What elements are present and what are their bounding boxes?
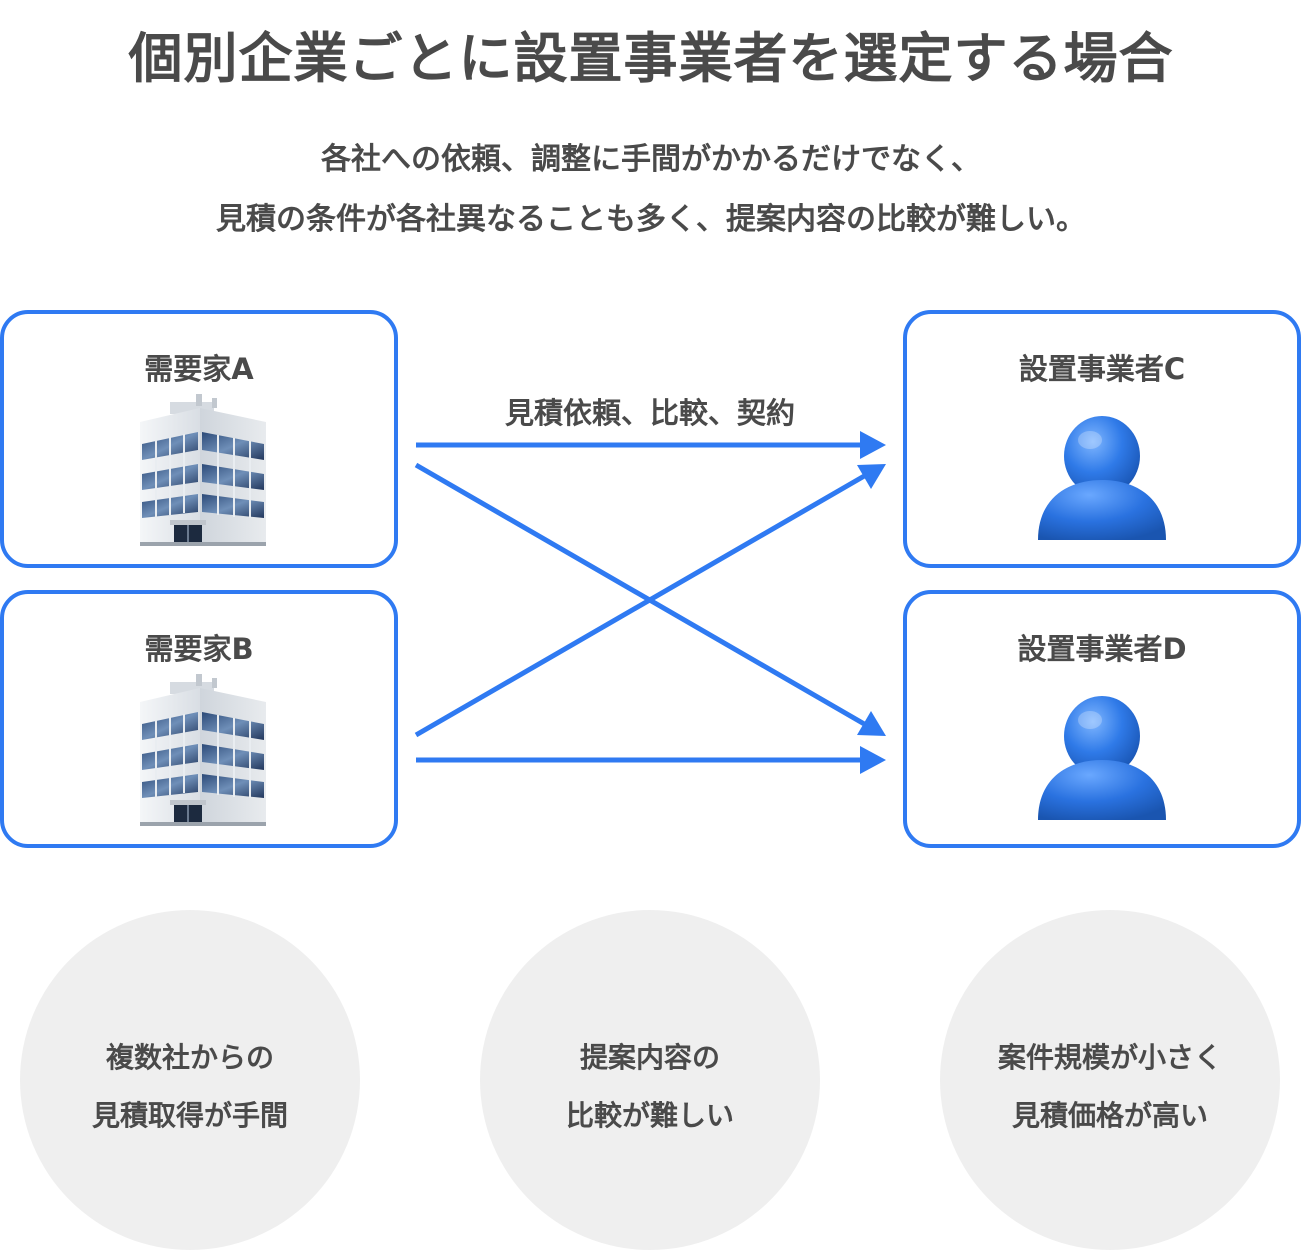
installer-card-d: 設置事業者D bbox=[903, 590, 1301, 848]
issue-text: 複数社からの bbox=[105, 1041, 274, 1074]
arrowhead-a-to-c bbox=[860, 431, 886, 459]
demander-card-b: 需要家B bbox=[0, 590, 398, 848]
subtitle-line-2: 見積の条件が各社異なることも多く、提案内容の比較が難しい。 bbox=[216, 202, 1086, 237]
installer-card-c: 設置事業者C bbox=[903, 310, 1301, 568]
issue-text: 案件規模が小さく bbox=[997, 1041, 1222, 1074]
issue-text: 見積取得が手間 bbox=[91, 1099, 288, 1132]
issue-circle-3: 案件規模が小さく 見積価格が高い bbox=[940, 910, 1280, 1250]
issue-text: 比較が難しい bbox=[565, 1099, 734, 1132]
subtitle-line-1: 各社への依頼、調整に手間がかかるだけでなく、 bbox=[321, 142, 981, 177]
issue-circle-1: 複数社からの 見積取得が手間 bbox=[20, 910, 360, 1250]
issue-text: 見積価格が高い bbox=[1011, 1099, 1208, 1132]
demander-label: 需要家A bbox=[144, 352, 254, 386]
installer-label: 設置事業者C bbox=[1018, 352, 1186, 386]
arrowhead-a-to-d bbox=[857, 711, 886, 736]
arrowhead-b-to-c bbox=[857, 464, 886, 489]
arrow-a-to-d bbox=[414, 462, 868, 728]
arrowhead-b-to-d bbox=[860, 746, 886, 774]
installer-label: 設置事業者D bbox=[1017, 632, 1187, 666]
flow-arrows bbox=[414, 431, 886, 774]
flow-label: 見積依頼、比較、契約 bbox=[504, 396, 795, 430]
arrow-b-to-c bbox=[414, 472, 868, 738]
demander-label: 需要家B bbox=[144, 632, 254, 666]
page-title: 個別企業ごとに設置事業者を選定する場合 bbox=[128, 27, 1174, 90]
issue-text: 提案内容の bbox=[579, 1041, 720, 1074]
demander-card-a: 需要家A bbox=[0, 310, 398, 568]
issue-circle-2: 提案内容の 比較が難しい bbox=[480, 910, 820, 1250]
